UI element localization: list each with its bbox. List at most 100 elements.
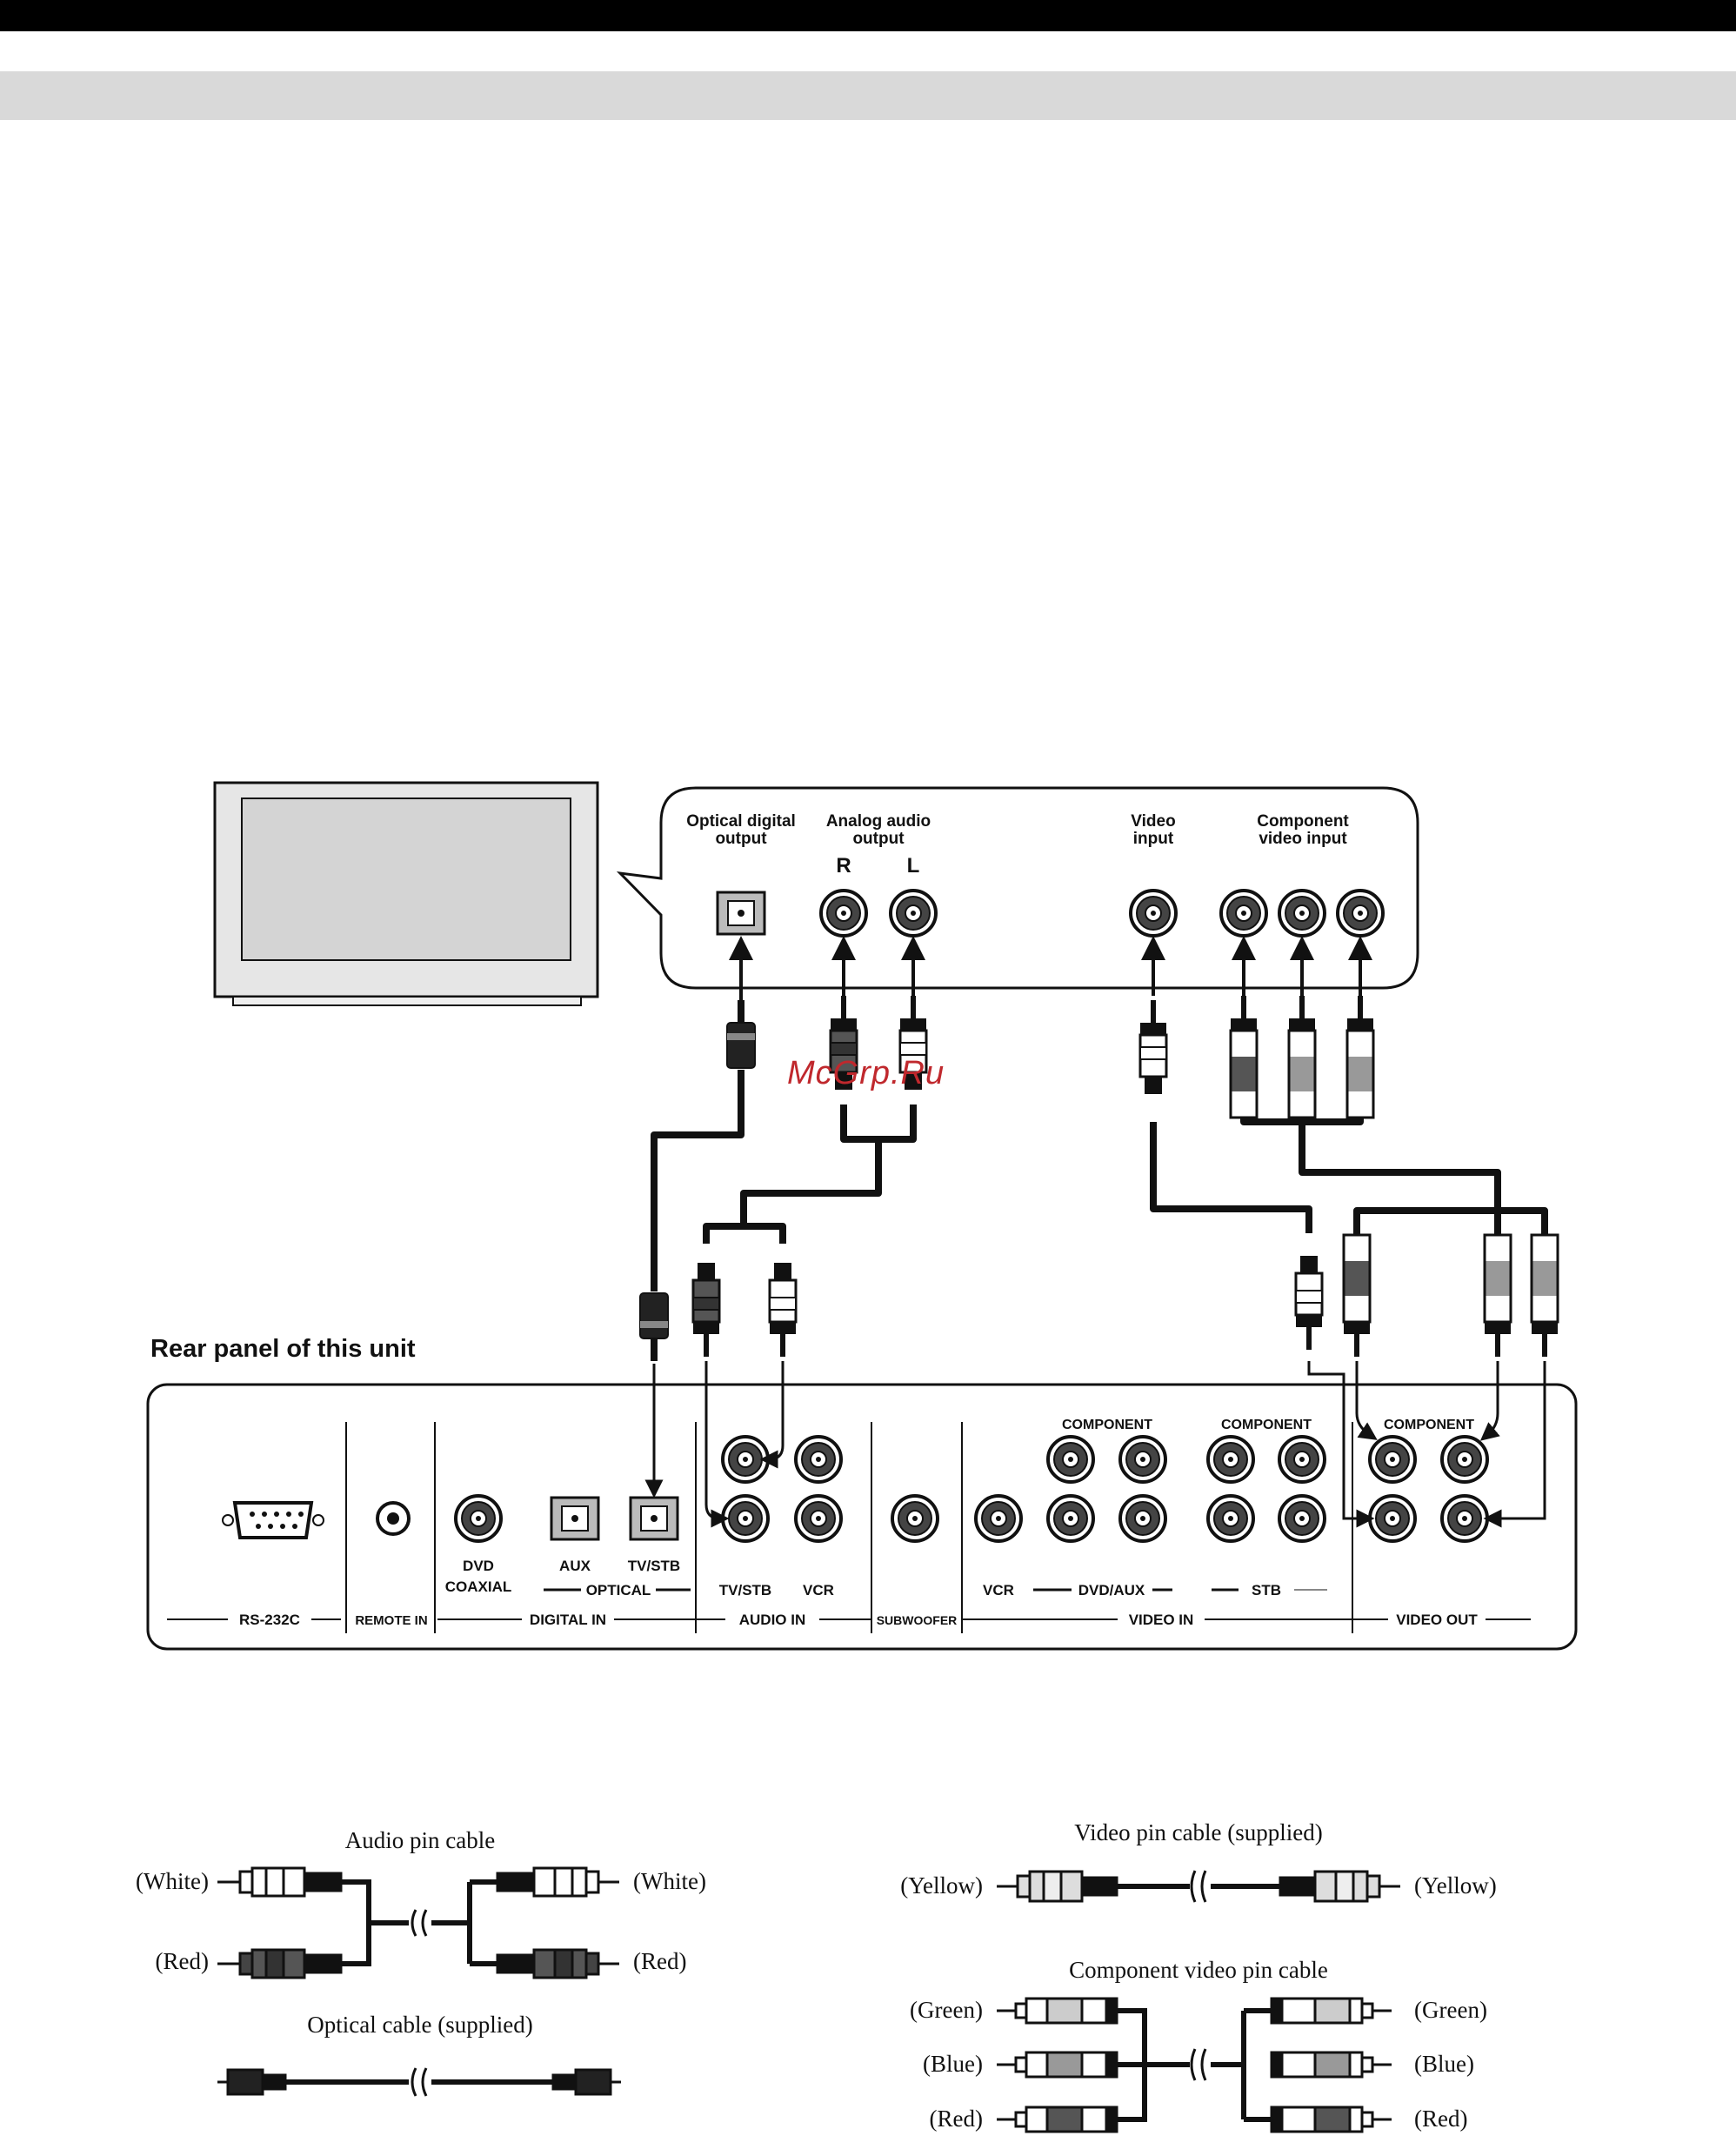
rear-panel-title: Rear panel of this unit [150,1335,416,1363]
dvd-aux-component-pr-jack [1046,1494,1095,1543]
audio-vcr-label: VCR [803,1582,834,1598]
dvd-aux-video-jack [1118,1494,1167,1543]
component-plug-unit-3 [1530,1233,1559,1358]
audio-red-right-label: (Red) [633,1948,686,1974]
video-yellow-right-label: (Yellow) [1414,1872,1497,1899]
video-vcr-label: VCR [983,1582,1014,1598]
tv-connection-arrows [729,936,1372,1000]
digital-in-label: DIGITAL IN [530,1612,606,1628]
tv-optical-output-port [716,891,766,936]
audio-red-left-label: (Red) [156,1948,209,1974]
video-out-component-y-jack [1368,1435,1417,1484]
tv-rear-callout [616,786,1419,990]
subwoofer-label: SUBWOOFER [877,1613,958,1627]
audio-white-plug-unit [768,1261,798,1358]
video-input-label-2: input [1133,830,1174,848]
aux-optical-port [550,1496,600,1541]
audio-tv-stb-label: TV/STB [719,1582,771,1598]
remote-in-jack [376,1501,411,1536]
component-plug-unit-1 [1342,1233,1372,1358]
audio-in-label: AUDIO IN [739,1612,806,1628]
left-channel-label: L [907,854,920,878]
blue-right-label: (Blue) [1414,2051,1474,2077]
tv-video-input-jack [1129,889,1178,938]
analog-output-label-2: output [852,830,905,848]
rear-panel-body [146,1383,1578,1651]
green-left-label: (Green) [910,1997,983,2023]
dvd-aux-component-pb-jack [1118,1435,1167,1484]
rear-connection-lines [644,1361,1546,1528]
video-yellow-left-label: (Yellow) [900,1872,983,1899]
tv-component-y-jack [1219,889,1268,938]
stb-component-y-jack [1206,1435,1255,1484]
video-out-component-pb-jack [1440,1435,1489,1484]
rs232c-port [222,1501,324,1539]
audio-pin-cable-title: Audio pin cable [345,1827,495,1853]
optical-output-label-2: output [715,830,767,848]
audio-white-right-label: (White) [633,1868,706,1894]
component-plug-tv-3 [1345,994,1375,1119]
video-out-video-jack [1440,1494,1489,1543]
video-pin-cable-title: Video pin cable (supplied) [1074,1819,1323,1845]
rs232c-label: RS-232C [239,1612,300,1628]
blue-left-label: (Blue) [923,2051,983,2077]
video-out-component-pr-jack [1368,1494,1417,1543]
audio-red-plug-unit [691,1261,721,1358]
dvd-coaxial-label-1: DVD [463,1558,494,1574]
section-bar [0,71,1736,120]
component-label-3: COMPONENT [1384,1418,1474,1432]
tv-component-pb-jack [1278,889,1326,938]
optical-label: OPTICAL [586,1582,651,1598]
component-plug-tv-2 [1287,994,1317,1119]
vcr-video-in-jack [974,1494,1023,1543]
audio-pin-cable-drawing [217,1866,619,1979]
aux-label: AUX [559,1558,591,1574]
component-cable-drawing [997,1997,1392,2133]
component-input-label-1: Component [1257,812,1349,831]
component-label-2: COMPONENT [1221,1418,1312,1432]
dvd-coaxial-label-2: COAXIAL [445,1578,512,1595]
cable-wires [651,1070,1548,1291]
optical-plug-unit [639,1292,669,1362]
header-bar [0,0,1736,31]
tv-stb-optical-label: TV/STB [628,1558,680,1574]
watermark: McGrp.Ru [787,1055,945,1091]
stb-video-jack [1278,1494,1326,1543]
audio-white-left-label: (White) [136,1868,209,1894]
audio-vcr-l-jack [794,1494,843,1543]
video-pin-cable-drawing [997,1870,1400,1903]
optical-plug-tv [726,999,756,1069]
tv-stb-optical-port [629,1496,679,1541]
audio-vcr-r-jack [794,1435,843,1484]
optical-cable-title: Optical cable (supplied) [307,2012,532,2038]
video-stb-label: STB [1252,1582,1281,1598]
optical-cable-drawing [217,2067,621,2097]
video-input-label-1: Video [1131,812,1175,831]
right-channel-label: R [836,854,851,878]
analog-output-label-1: Analog audio [826,812,931,831]
dvd-aux-component-y-jack [1046,1435,1095,1484]
video-plug-unit [1294,1254,1324,1351]
stb-component-pr-jack [1206,1494,1255,1543]
component-cable-title: Component video pin cable [1069,1957,1328,1983]
comp-red-left-label: (Red) [930,2106,983,2132]
component-plug-unit-2 [1483,1233,1512,1358]
tv-monitor [213,781,599,1006]
stb-component-pb-jack [1278,1435,1326,1484]
video-plug-tv [1138,998,1168,1096]
green-right-label: (Green) [1414,1997,1487,2023]
dvd-coaxial-jack [454,1494,503,1543]
component-input-label-2: video input [1259,830,1347,848]
video-dvd-aux-label: DVD/AUX [1078,1582,1145,1598]
audio-tv-stb-l-jack [721,1494,770,1543]
comp-red-right-label: (Red) [1414,2106,1467,2132]
tv-component-pr-jack [1336,889,1385,938]
component-label-1: COMPONENT [1062,1418,1152,1432]
component-plug-tv-1 [1229,994,1259,1119]
remote-in-label: REMOTE IN [355,1613,427,1628]
audio-tv-stb-r-jack [721,1435,770,1484]
tv-audio-r-jack [819,889,868,938]
optical-output-label-1: Optical digital [686,812,796,831]
